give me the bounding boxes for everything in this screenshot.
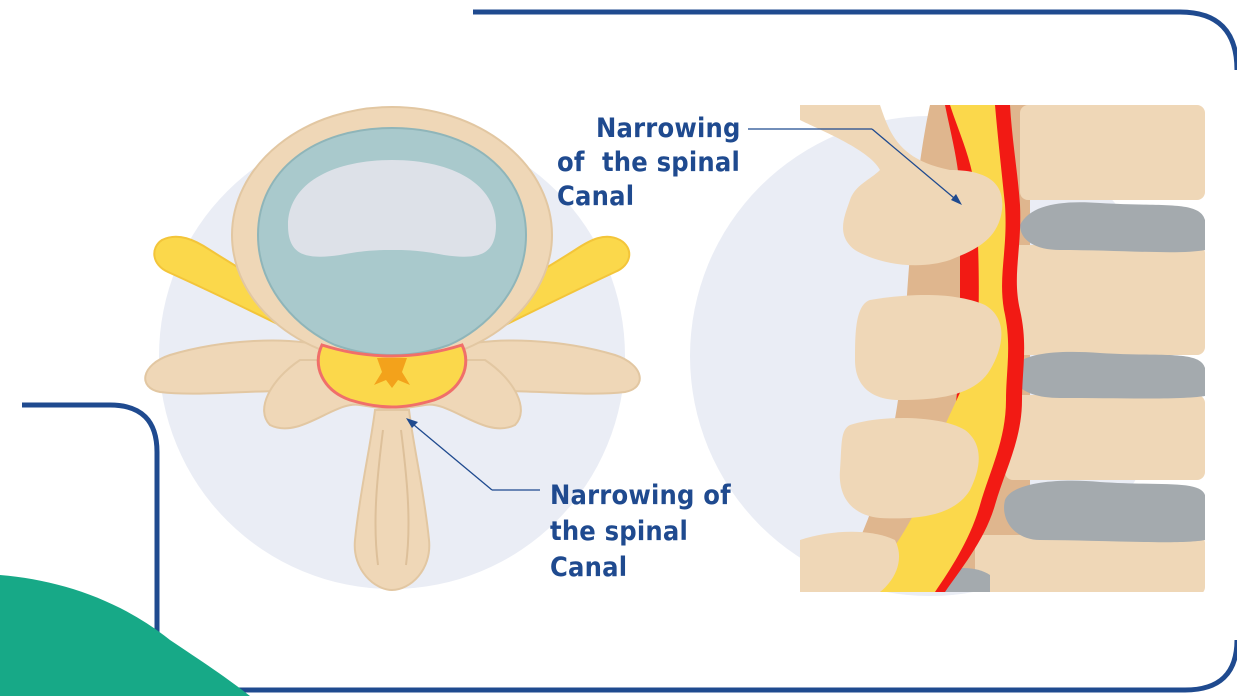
- label-top-line-3: Canal: [557, 180, 741, 214]
- vertebral-body-1: [1020, 105, 1205, 200]
- label-bottom-line-2: the spinal: [550, 514, 731, 550]
- label-narrowing-bottom: Narrowing of the spinal Canal: [550, 478, 731, 586]
- green-accent-shape: [0, 575, 250, 696]
- label-bottom-line-1: Narrowing of: [550, 478, 731, 514]
- frame-top-right-line: [473, 12, 1237, 70]
- label-top-line-1: Narrowing: [557, 112, 741, 146]
- label-narrowing-top: Narrowing of the spinal Canal: [557, 112, 741, 214]
- label-top-line-2: of the spinal: [557, 146, 741, 180]
- label-bottom-line-3: Canal: [550, 550, 731, 586]
- intervertebral-disc-1: [1020, 202, 1205, 252]
- vertebral-body-3: [1005, 395, 1205, 480]
- posterior-bone-4: [800, 532, 899, 592]
- intervertebral-disc-3: [1004, 481, 1205, 543]
- intervertebral-disc-2: [1012, 352, 1205, 399]
- frame-bottom-right-line: [160, 640, 1237, 690]
- vertebral-body-2: [1012, 245, 1205, 355]
- vertebral-body-4: [975, 535, 1205, 595]
